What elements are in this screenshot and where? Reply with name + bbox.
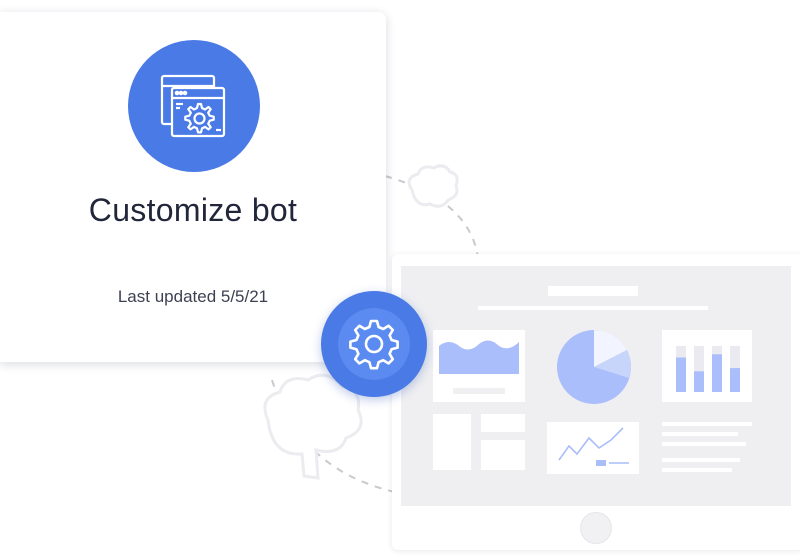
- last-updated-text: Last updated 5/5/21: [117, 287, 269, 306]
- window-gear-icon: [128, 40, 260, 172]
- bar-chart-bar: [730, 368, 740, 392]
- tablet-dashboard: [392, 254, 800, 550]
- bar-chart-bar: [676, 357, 686, 392]
- area-chart-icon: [433, 330, 525, 402]
- brain-icon: [407, 164, 459, 208]
- bar-chart-icon: [662, 330, 752, 402]
- customize-bot-card[interactable]: Customize bot Last updated 5/5/21: [0, 12, 386, 362]
- gear-icon: [349, 319, 399, 370]
- home-button: [580, 512, 612, 544]
- dashboard-screen: [401, 266, 791, 506]
- gear-badge: [321, 291, 427, 397]
- pie-chart-icon: [557, 329, 631, 404]
- card-title: Customize bot: [88, 192, 298, 228]
- header-bar: [548, 286, 638, 296]
- text-lines: [662, 422, 752, 472]
- subheader-bar: [478, 306, 708, 310]
- layout-blocks: [433, 414, 525, 470]
- line-chart-icon: [547, 422, 639, 474]
- bar-chart-bar: [712, 354, 722, 392]
- bar-chart-bar: [694, 371, 704, 392]
- brain-icon: [263, 373, 363, 480]
